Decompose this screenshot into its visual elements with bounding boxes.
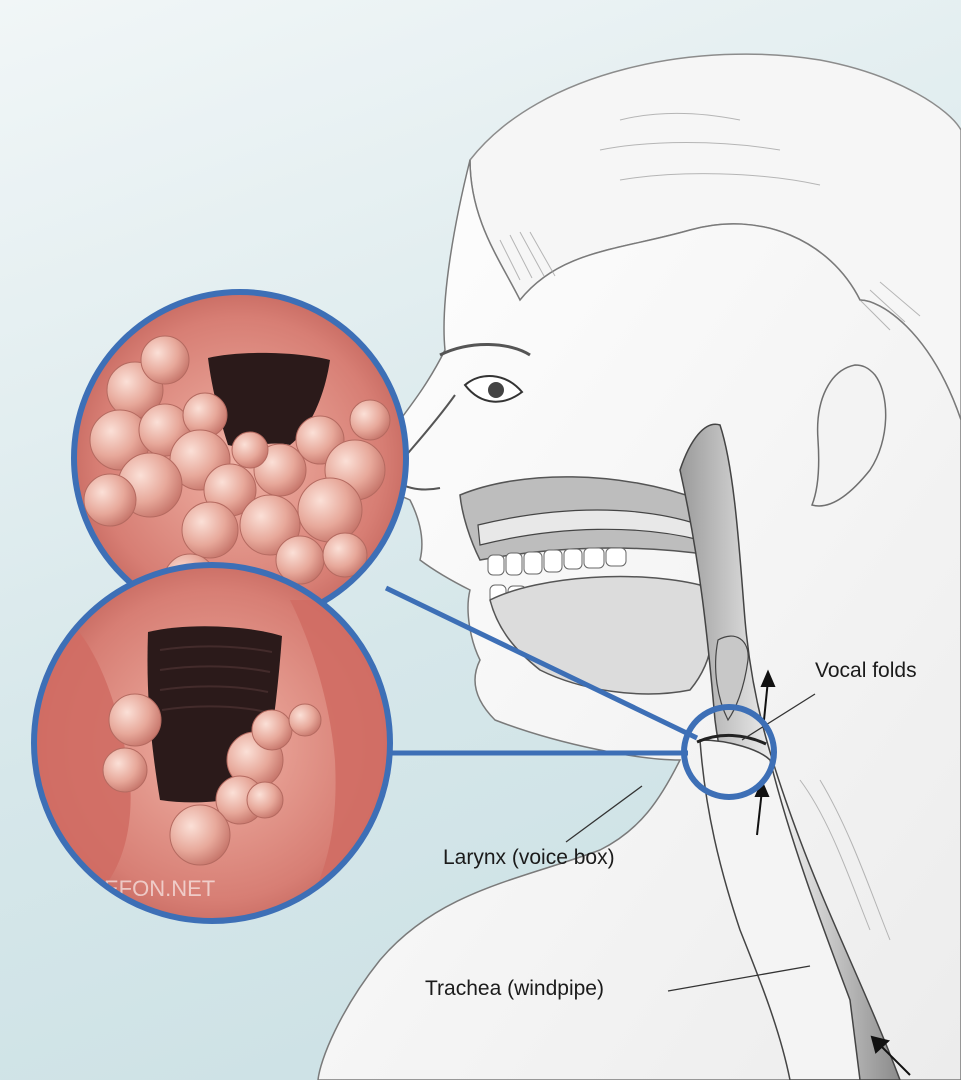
label-larynx: Larynx (voice box) bbox=[443, 846, 615, 870]
label-vocal-folds: Vocal folds bbox=[815, 659, 917, 683]
head-illustration bbox=[318, 54, 961, 1080]
label-trachea: Trachea (windpipe) bbox=[425, 977, 604, 1001]
